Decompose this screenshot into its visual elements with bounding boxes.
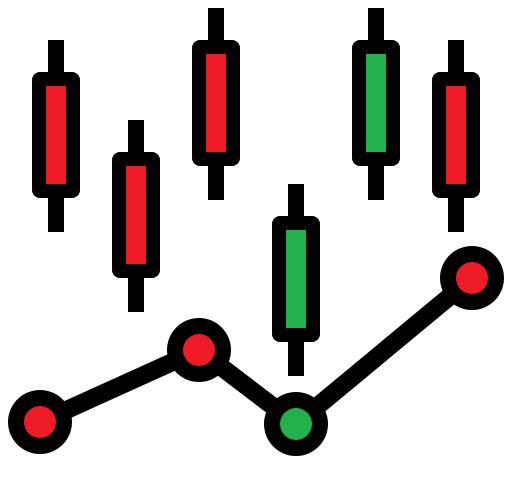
candlestick-body-bullish [366, 54, 386, 152]
trend-point-bearish [456, 262, 488, 294]
candlestick-body-bearish [46, 86, 66, 184]
trend-point-1 [8, 390, 72, 454]
candlestick-body-bearish [206, 54, 226, 152]
candlestick-1 [32, 40, 80, 232]
trend-point-4 [440, 246, 504, 310]
candlestick-5 [352, 8, 400, 200]
trend-line [31, 269, 481, 433]
trend-point-bearish [183, 334, 215, 366]
candlestick-body-bearish [126, 166, 146, 264]
trend-point-bearish [24, 406, 56, 438]
candlestick-body-bearish [446, 86, 466, 184]
candlestick-3 [192, 8, 240, 200]
candlestick-2 [112, 120, 160, 312]
trend-point-3 [264, 392, 328, 456]
candlestick-4 [272, 184, 320, 376]
trend-point-bullish [280, 408, 312, 440]
candlestick-6 [432, 40, 480, 232]
candlestick-body-bullish [286, 230, 306, 328]
trend-point-2 [167, 318, 231, 382]
